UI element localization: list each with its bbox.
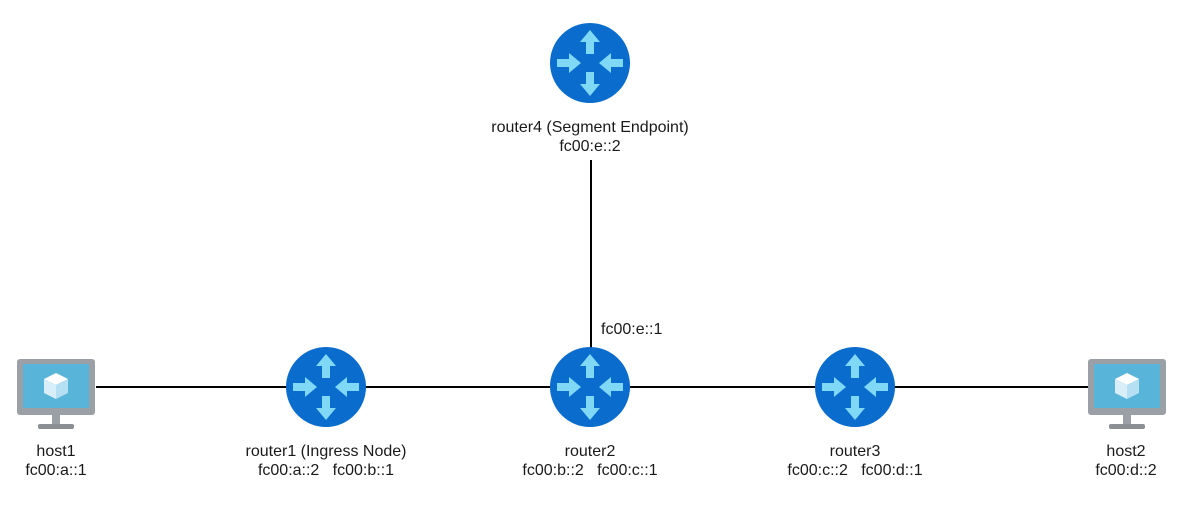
router2-label: router2 fc00:b::2 fc00:c::1 <box>480 442 700 480</box>
router4-label: router4 (Segment Endpoint) fc00:e::2 <box>450 118 730 156</box>
host1-address: fc00:a::1 <box>25 462 87 479</box>
router4-name: router4 (Segment Endpoint) <box>491 119 689 136</box>
router1-label: router1 (Ingress Node) fc00:a::2 fc00:b:… <box>206 442 446 480</box>
router3-label: router3 fc00:c::2 fc00:d::1 <box>745 442 965 480</box>
router4-icon[interactable] <box>550 23 630 103</box>
host1-label: host1 fc00:a::1 <box>6 442 106 480</box>
router2-name: router2 <box>564 443 616 460</box>
router3-name: router3 <box>829 443 881 460</box>
router4-address: fc00:e::2 <box>559 138 621 155</box>
router3-address: fc00:c::2 fc00:d::1 <box>787 462 923 479</box>
host2-monitor-icon[interactable] <box>1088 359 1166 429</box>
host2-label: host2 fc00:d::2 <box>1076 442 1176 480</box>
router1-icon[interactable] <box>286 347 366 427</box>
host2-address: fc00:d::2 <box>1095 462 1157 479</box>
host1-name: host1 <box>36 443 76 460</box>
router1-name: router1 (Ingress Node) <box>245 443 407 460</box>
router2-upstream-address: fc00:e::1 <box>601 321 663 338</box>
host2-name: host2 <box>1106 443 1146 460</box>
router2-icon[interactable] <box>550 347 630 427</box>
router3-icon[interactable] <box>815 347 895 427</box>
router1-address: fc00:a::2 fc00:b::1 <box>257 462 395 479</box>
router2-address: fc00:b::2 fc00:c::1 <box>522 462 658 479</box>
host1-monitor-icon[interactable] <box>17 359 95 429</box>
